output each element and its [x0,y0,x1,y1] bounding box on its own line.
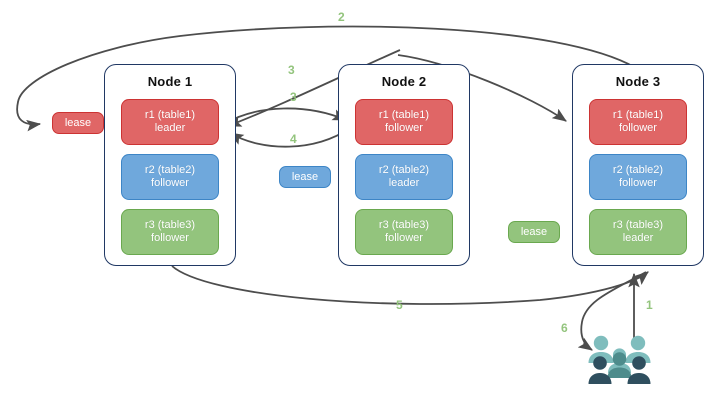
replica-role: follower [385,122,423,134]
edge-6-node3-to-users [577,271,647,351]
step-label-1: 1 [646,298,653,312]
replica-chip-r2[interactable]: r2 (table2) follower [589,154,687,200]
replica-role: leader [154,122,186,134]
replica-role: follower [151,232,189,244]
node-box-node-3[interactable]: Node 3 r1 (table1) follower r2 (table2) … [572,64,704,266]
replica-role: follower [151,177,189,189]
replica-role: follower [619,122,657,134]
step-label-6: 6 [561,321,568,335]
replica-name: r2 (table2) [612,164,664,176]
lease-pill-r3[interactable]: lease [508,221,560,243]
replica-chip-r2[interactable]: r2 (table2) leader [355,154,453,200]
node-box-node-2[interactable]: Node 2 r1 (table1) follower r2 (table2) … [338,64,470,266]
step-label-4: 4 [290,132,297,146]
replica-name: r3 (table3) [612,219,664,231]
replica-name: r3 (table3) [144,219,196,231]
replica-role: follower [385,232,423,244]
lease-label: lease [64,117,92,129]
edge-5-node1-to-node3 [171,265,649,305]
replica-chip-r1[interactable]: r1 (table1) leader [121,99,219,145]
step-label-3b: 3 [290,90,297,104]
edge-2-lease-transfer [16,25,637,132]
lease-label: lease [291,171,319,183]
lease-pill-r2[interactable]: lease [279,166,331,188]
replica-chip-r1[interactable]: r1 (table1) follower [589,99,687,145]
replica-name: r2 (table2) [378,164,430,176]
replica-role: follower [619,177,657,189]
replica-name: r3 (table3) [378,219,430,231]
step-label-2: 2 [338,10,345,24]
step-label-5: 5 [396,298,403,312]
step-label-3a: 3 [288,63,295,77]
node-title: Node 3 [615,74,661,89]
edge-3-node1-to-node2 [223,107,347,125]
edge-3-node2-to-node3 [397,54,567,122]
replica-chip-r2[interactable]: r2 (table2) follower [121,154,219,200]
node-box-node-1[interactable]: Node 1 r1 (table1) leader r2 (table2) fo… [104,64,236,266]
edge-3-into-node1 [226,49,401,127]
replica-role: leader [388,177,420,189]
edge-4-node2-to-node1 [229,127,351,148]
replica-name: r1 (table1) [144,109,196,121]
users-icon [588,335,651,384]
replica-role: leader [622,232,654,244]
node-title: Node 1 [147,74,193,89]
node-title: Node 2 [381,74,427,89]
replica-chip-r1[interactable]: r1 (table1) follower [355,99,453,145]
replica-chip-r3[interactable]: r3 (table3) follower [121,209,219,255]
replica-chip-r3[interactable]: r3 (table3) follower [355,209,453,255]
replica-chip-r3[interactable]: r3 (table3) leader [589,209,687,255]
lease-pill-r1[interactable]: lease [52,112,104,134]
replica-name: r2 (table2) [144,164,196,176]
replica-name: r1 (table1) [378,109,430,121]
lease-label: lease [520,226,548,238]
replica-name: r1 (table1) [612,109,664,121]
